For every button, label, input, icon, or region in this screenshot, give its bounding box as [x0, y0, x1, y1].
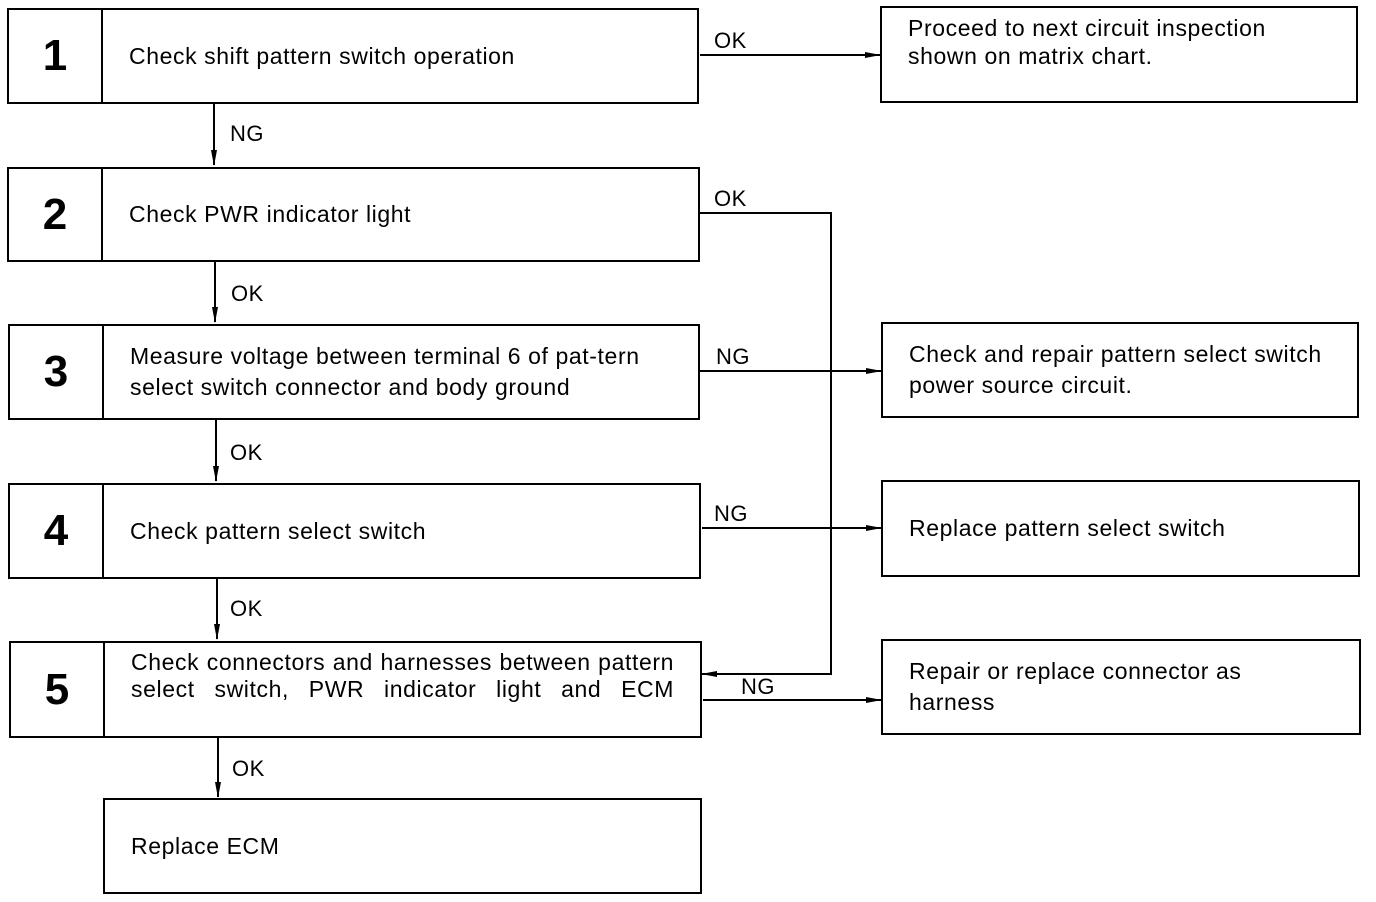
label-step1-ok: OK — [714, 28, 747, 53]
step-number: 3 — [10, 326, 104, 418]
arrow-2-bypass-to-5 — [700, 212, 832, 677]
step-text: Check connectors and harnesses between p… — [131, 649, 674, 702]
step-text: Check PWR indicator light — [129, 201, 412, 227]
result-box-replace-switch: Replace pattern select switch — [881, 480, 1360, 577]
final-box: Replace ECM — [103, 798, 702, 894]
step-text: Check shift pattern switch operation — [129, 42, 515, 69]
step-3-box: 3 Measure voltage between terminal 6 of … — [8, 324, 700, 420]
label-step4-ng: NG — [714, 501, 748, 526]
step-number: 2 — [9, 169, 103, 260]
result-box-repair-connector: Repair or replace connector as harness — [881, 639, 1361, 735]
result-text: Replace pattern select switch — [909, 515, 1226, 541]
step-number: 5 — [11, 643, 105, 736]
label-step3-ok: OK — [230, 440, 263, 465]
label-step1-ng: NG — [230, 121, 264, 146]
step-1-box: 1 Check shift pattern switch operation — [7, 8, 699, 104]
label-step3-ng: NG — [716, 344, 750, 369]
final-text: Replace ECM — [131, 832, 280, 859]
label-step2-ok-right: OK — [714, 186, 747, 211]
step-5-box: 5 Check connectors and harnesses between… — [9, 641, 702, 738]
result-box-repair-power: Check and repair pattern select switch p… — [881, 322, 1359, 418]
step-number: 1 — [9, 10, 103, 102]
result-text: Proceed to next circuit inspection shown… — [908, 15, 1266, 69]
step-text: Check pattern select switch — [130, 517, 427, 544]
step-text: Measure voltage between terminal 6 of pa… — [130, 343, 640, 400]
step-number: 4 — [10, 485, 104, 577]
label-step4-ok: OK — [230, 596, 263, 621]
result-text: Repair or replace connector as harness — [909, 658, 1242, 715]
step-2-box: 2 Check PWR indicator light — [7, 167, 700, 262]
step-4-box: 4 Check pattern select switch — [8, 483, 701, 579]
label-step5-ok: OK — [232, 756, 265, 781]
label-step2-ok-down: OK — [231, 281, 264, 306]
result-box-proceed: Proceed to next circuit inspection shown… — [880, 6, 1358, 103]
label-step5-ng: NG — [741, 674, 775, 699]
result-text: Check and repair pattern select switch p… — [909, 341, 1322, 398]
